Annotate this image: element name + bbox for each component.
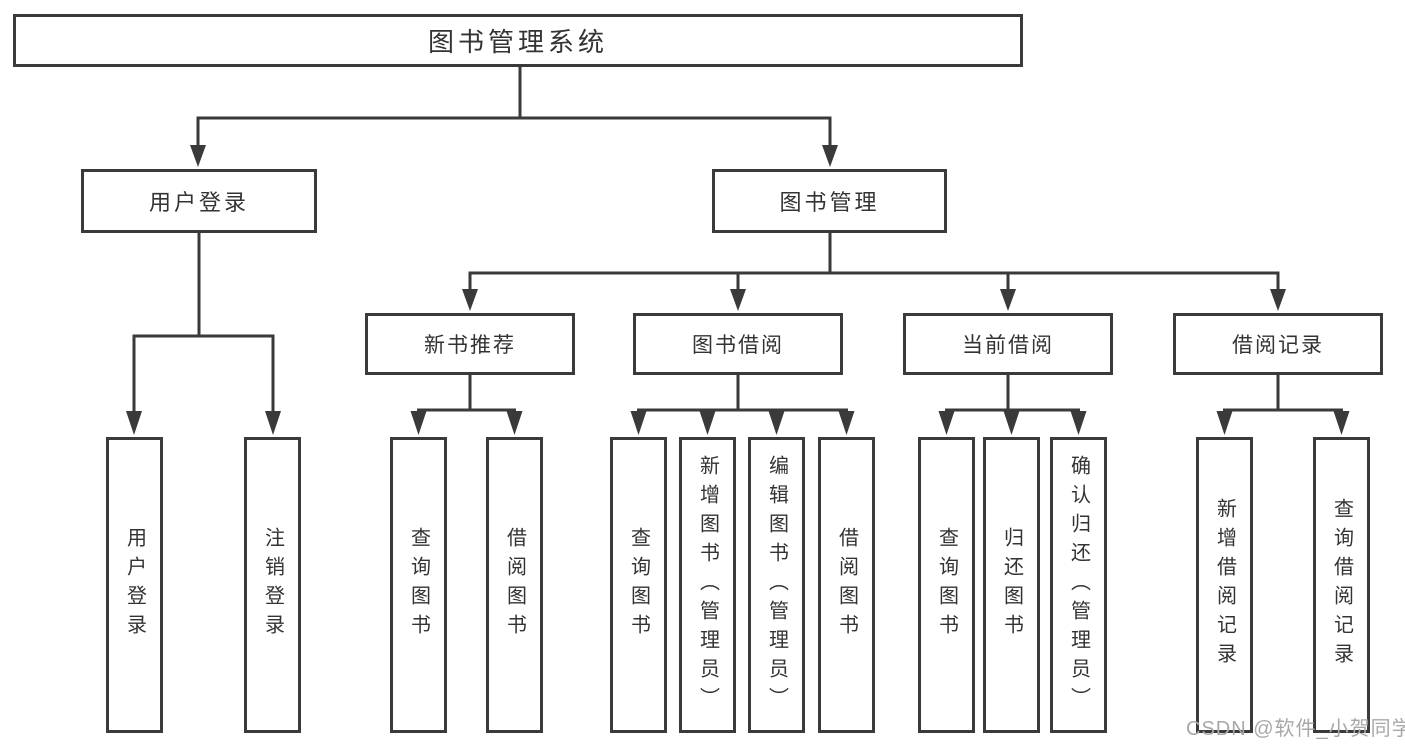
node-current-borrowing-label: 当前借阅 [962, 334, 1054, 357]
leaf-query-borrow-record: 查询借阅记录 [1313, 437, 1370, 733]
leaf-edit-book-admin: 编辑图书（管理员） [748, 437, 805, 733]
leaf-borrow-books-newrec: 借阅图书 [486, 437, 543, 733]
leaf-borrow-books-newrec-label: 借阅图书 [503, 527, 526, 643]
node-root-library-system: 图书管理系统 [13, 14, 1023, 67]
leaf-return-book: 归还图书 [983, 437, 1040, 733]
leaf-add-book-admin: 新增图书（管理员） [679, 437, 736, 733]
leaf-add-book-admin-label: 新增图书（管理员） [696, 454, 719, 716]
node-root-label: 图书管理系统 [427, 27, 608, 57]
leaf-user-login: 用户登录 [106, 437, 163, 733]
node-borrowing-records-label: 借阅记录 [1232, 334, 1324, 357]
leaf-borrow-books-borrow: 借阅图书 [818, 437, 875, 733]
leaf-logout: 注销登录 [244, 437, 301, 733]
node-book-management: 图书管理 [712, 169, 947, 233]
leaf-confirm-return-admin-label: 确认归还（管理员） [1067, 454, 1090, 716]
node-borrowing-records: 借阅记录 [1173, 313, 1383, 375]
node-book-borrowing-label: 图书借阅 [692, 334, 784, 357]
leaf-edit-book-admin-label: 编辑图书（管理员） [765, 454, 788, 716]
node-book-borrowing: 图书借阅 [633, 313, 843, 375]
csdn-watermark: CSDN @软件_小贺同学 [1186, 718, 1405, 740]
leaf-return-book-label: 归还图书 [1000, 527, 1023, 643]
leaf-query-books-current: 查询图书 [918, 437, 975, 733]
leaf-add-borrow-record: 新增借阅记录 [1196, 437, 1253, 733]
leaf-confirm-return-admin: 确认归还（管理员） [1050, 437, 1107, 733]
leaf-query-books-borrow-label: 查询图书 [627, 527, 650, 643]
leaf-logout-label: 注销登录 [261, 527, 284, 643]
node-user-login-label: 用户登录 [148, 190, 249, 215]
node-user-login: 用户登录 [81, 169, 317, 233]
leaf-borrow-books-borrow-label: 借阅图书 [835, 527, 858, 643]
leaf-user-login-label: 用户登录 [123, 527, 146, 643]
leaf-query-borrow-record-label: 查询借阅记录 [1330, 498, 1353, 672]
leaf-query-books-newrec-label: 查询图书 [407, 527, 430, 643]
node-current-borrowing: 当前借阅 [903, 313, 1113, 375]
node-book-management-label: 图书管理 [779, 190, 880, 215]
leaf-add-borrow-record-label: 新增借阅记录 [1213, 498, 1236, 672]
node-new-book-recommend: 新书推荐 [365, 313, 575, 375]
leaf-query-books-borrow: 查询图书 [610, 437, 667, 733]
leaf-query-books-current-label: 查询图书 [935, 527, 958, 643]
leaf-query-books-newrec: 查询图书 [390, 437, 447, 733]
node-new-book-recommend-label: 新书推荐 [424, 334, 516, 357]
